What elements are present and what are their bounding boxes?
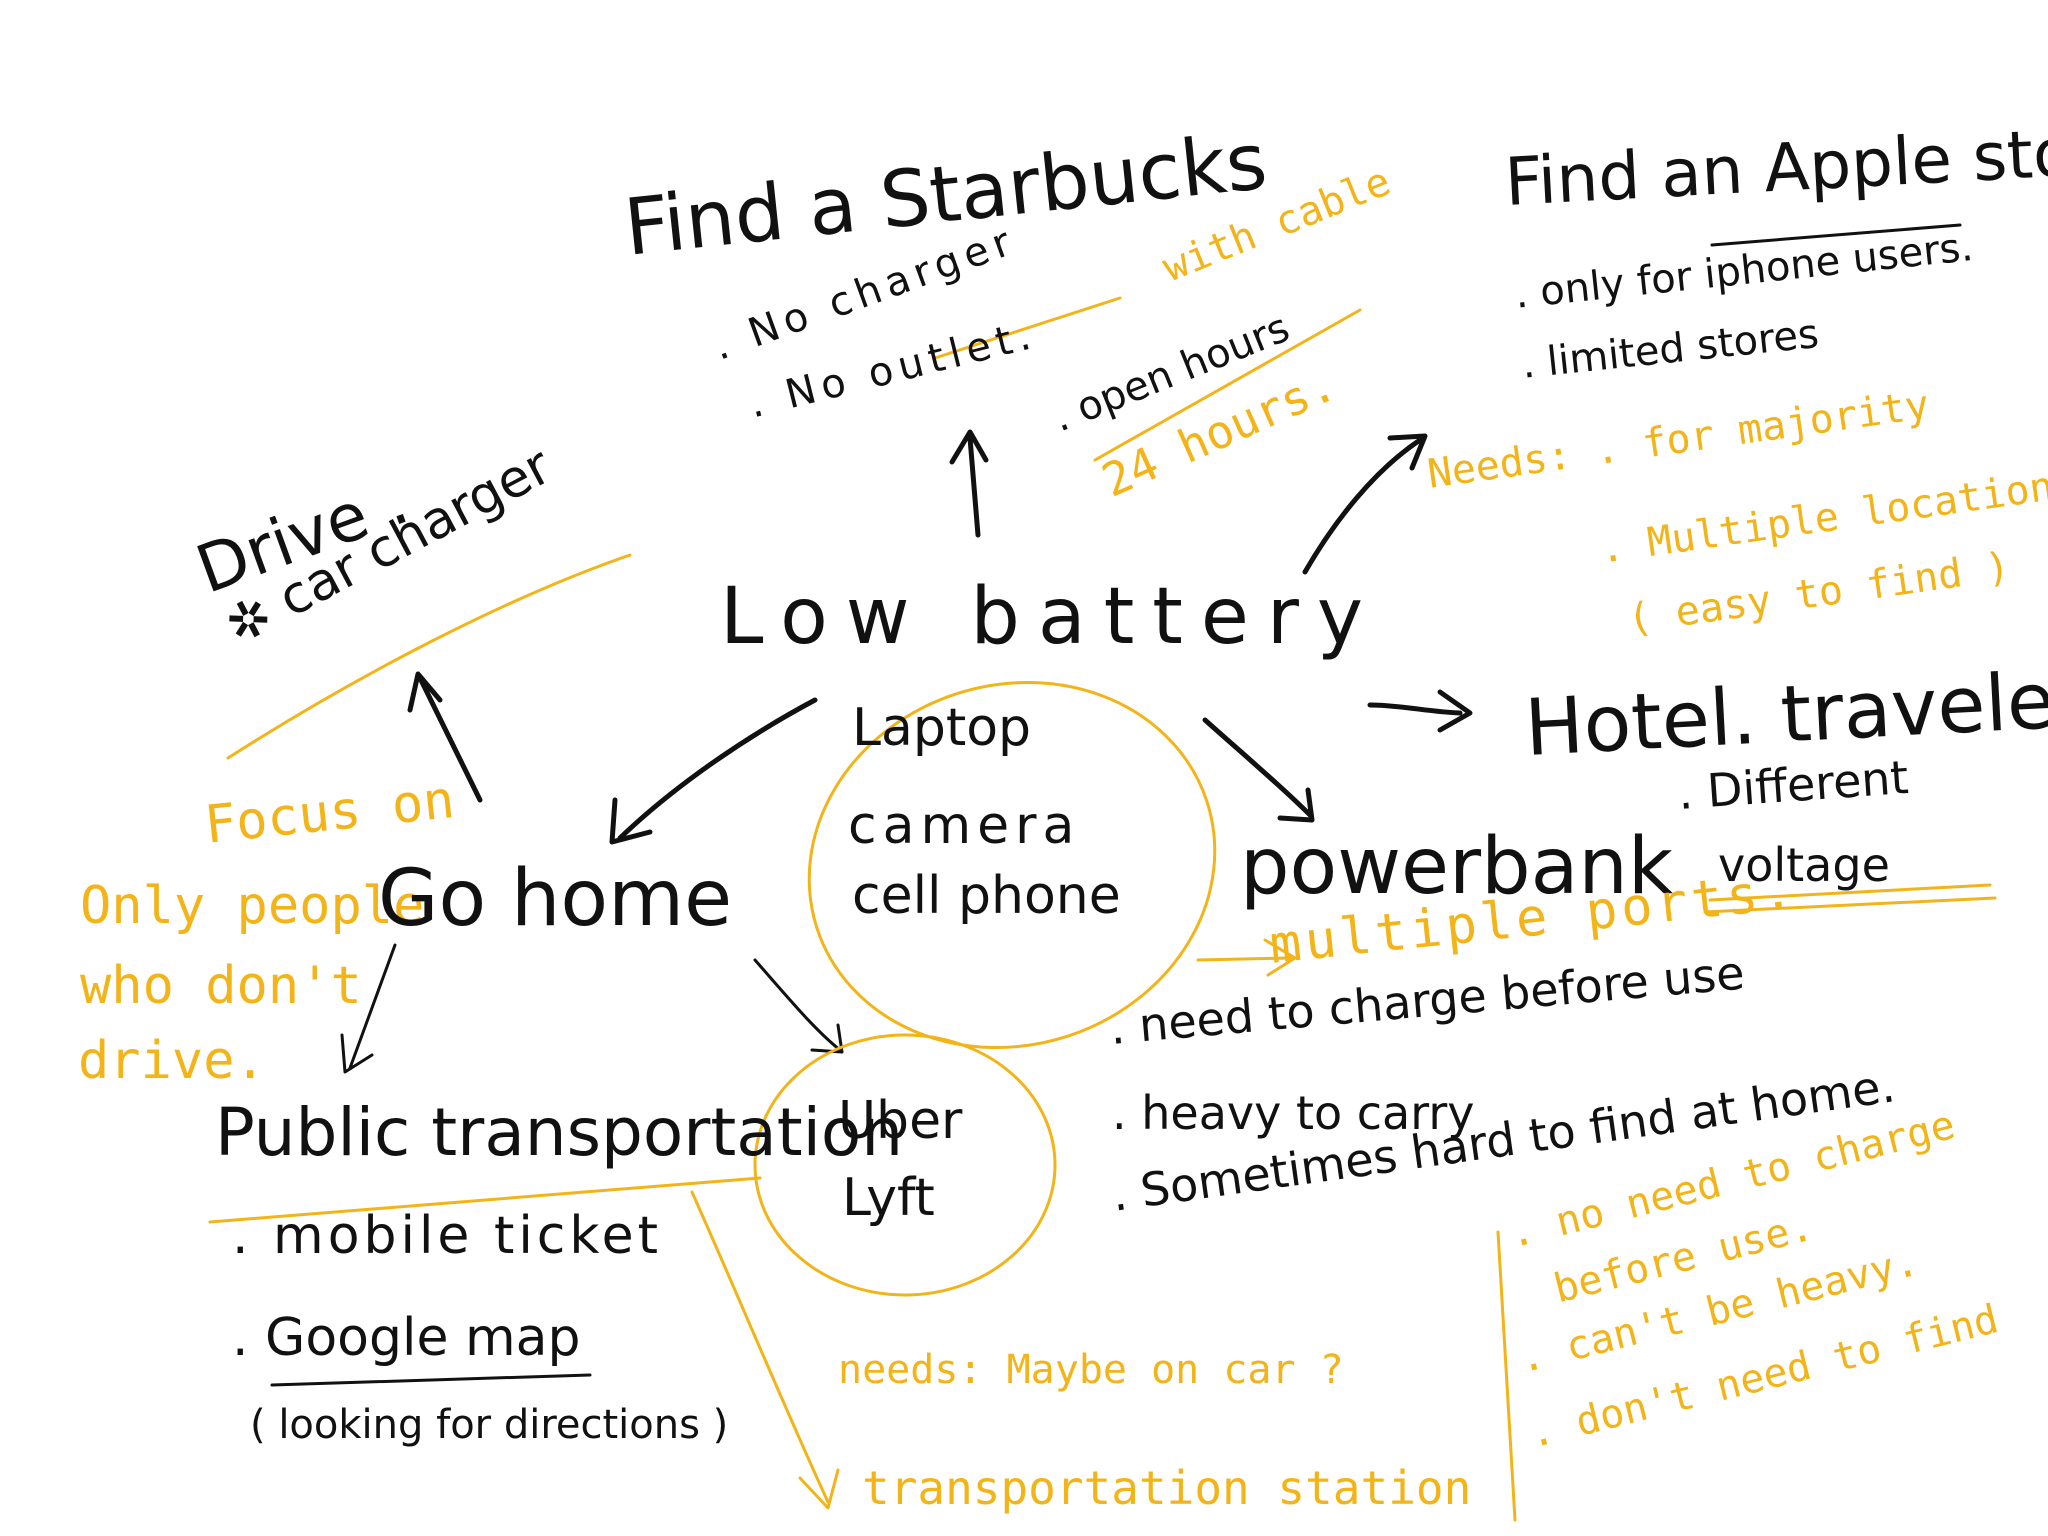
arrow-to-starbucks bbox=[949, 429, 989, 538]
center-topic: Low battery bbox=[720, 572, 1382, 662]
station-arrow bbox=[690, 1190, 840, 1510]
rideshare-item: Lyft bbox=[842, 1168, 935, 1228]
device-item: cell phone bbox=[852, 866, 1121, 926]
outlet-underline bbox=[933, 296, 1122, 360]
arrow-to-public bbox=[340, 943, 397, 1074]
devices-circle bbox=[807, 680, 1217, 1050]
powerbank-title: powerbank bbox=[1240, 822, 1673, 912]
rideshare-circle bbox=[753, 1033, 1057, 1297]
needs-separator bbox=[1496, 1230, 1517, 1522]
rideshare-item: Uber bbox=[838, 1091, 963, 1151]
public-bullet: . Google map bbox=[232, 1308, 581, 1368]
powerbank-note-arrow bbox=[1196, 938, 1297, 977]
public-underline bbox=[208, 1176, 762, 1224]
public-note: ( looking for directions ) bbox=[250, 1402, 729, 1448]
bottom-needs-note: needs: Maybe on car ? bbox=[838, 1347, 1344, 1393]
transportation-station-note: transportation station bbox=[862, 1461, 1472, 1515]
open-hours-underline bbox=[1093, 308, 1362, 462]
arrow-to-drive bbox=[407, 671, 483, 803]
only-people-note: who don't bbox=[80, 956, 362, 1016]
device-item: Laptop bbox=[852, 698, 1032, 758]
arrow-to-apple bbox=[1302, 433, 1428, 575]
apple-underline bbox=[1710, 223, 1962, 247]
only-people-note: Only people bbox=[80, 876, 425, 936]
drive-separator bbox=[226, 553, 632, 760]
arrow-to-go-home bbox=[609, 697, 818, 845]
arrow-to-uber bbox=[753, 958, 844, 1054]
only-people-note: drive. bbox=[78, 1031, 266, 1091]
go-home-title: Go home bbox=[378, 854, 733, 944]
arrow-to-powerbank bbox=[1202, 717, 1315, 823]
public-title: Public transportation bbox=[215, 1094, 904, 1171]
hotel-bullet: voltage bbox=[1718, 838, 1890, 892]
device-item: camera bbox=[848, 796, 1081, 856]
public-bullet: . mobile ticket bbox=[232, 1206, 663, 1266]
arrow-to-hotel bbox=[1367, 689, 1473, 733]
powerbank-bullet: . heavy to carry bbox=[1112, 1086, 1475, 1140]
voltage-underline bbox=[1703, 883, 1997, 914]
google-map-underline bbox=[270, 1373, 592, 1387]
